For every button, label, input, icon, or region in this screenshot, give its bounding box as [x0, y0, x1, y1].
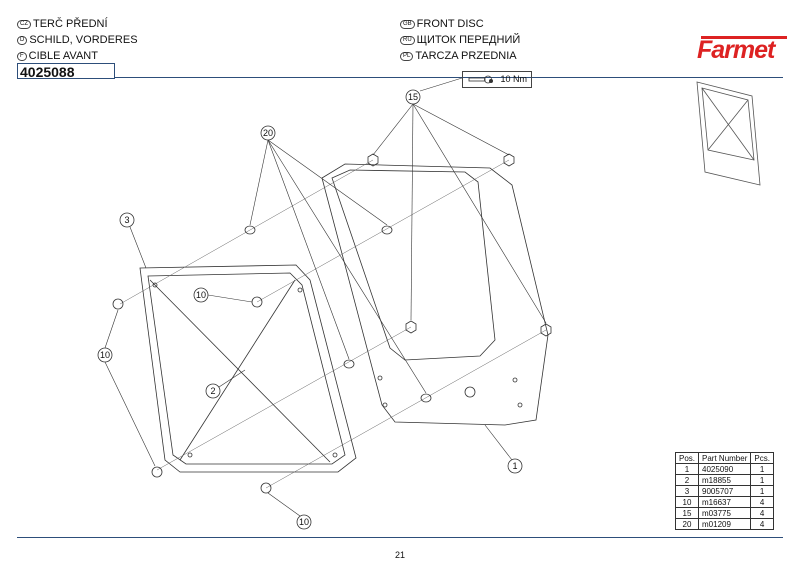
cell: 4	[750, 496, 774, 508]
svg-text:10: 10	[299, 517, 309, 527]
callout-10c: 10	[296, 514, 312, 530]
svg-text:15: 15	[408, 92, 418, 102]
cell: m18855	[698, 474, 752, 486]
flag-ru: RU	[400, 35, 415, 45]
washer	[244, 225, 256, 235]
callout-10a: 10	[193, 287, 209, 303]
rear-plate	[321, 163, 549, 426]
bolt	[112, 298, 124, 310]
flag-pl: PL	[400, 51, 414, 61]
part-number-box: 4025088	[17, 63, 115, 80]
cell: 4025090	[698, 463, 752, 475]
cell: 1	[750, 463, 774, 475]
cell: 1	[750, 474, 774, 486]
front-frame	[139, 264, 357, 473]
washer	[381, 225, 393, 235]
nut	[503, 153, 515, 167]
nut	[367, 153, 379, 167]
bolt	[260, 482, 272, 494]
cell: 4	[750, 507, 774, 519]
wrench-icon	[468, 75, 493, 84]
title-text: TERČ PŘEDNÍ	[33, 18, 108, 30]
title-text: FRONT DISC	[416, 18, 484, 30]
assembly-lines	[119, 159, 547, 489]
cell: 9005707	[698, 485, 752, 497]
nut	[405, 320, 417, 334]
title-text: SCHILD, VORDERES	[29, 34, 138, 46]
svg-text:20: 20	[263, 128, 273, 138]
title-text: TARCZA PRZEDNIA	[415, 50, 517, 62]
svg-text:2: 2	[210, 386, 215, 396]
svg-text:3: 3	[124, 215, 129, 225]
cell: m01209	[698, 518, 752, 530]
header-divider	[115, 77, 783, 78]
table-header: Pos. Part Number Pcs.	[674, 452, 774, 464]
title-text: ЩИТОК ПЕРЕДНИЙ	[416, 34, 521, 46]
torque-spec: 10 Nm	[462, 71, 532, 88]
cell: 1	[674, 463, 700, 475]
flag-d: D	[17, 35, 28, 45]
callout-10b: 10	[97, 347, 113, 363]
thumbnail-view	[696, 81, 761, 186]
callout-20: 20	[260, 125, 276, 141]
cell: 2	[674, 474, 700, 486]
callout-2: 2	[205, 383, 221, 399]
cell: 3	[674, 485, 700, 497]
page-number: 21	[394, 550, 405, 560]
title-text: CIBLE AVANT	[28, 50, 98, 62]
header-pcs: Pcs.	[750, 452, 774, 464]
cell: 15	[674, 507, 700, 519]
nut	[540, 323, 552, 337]
header-pos: Pos.	[674, 452, 700, 464]
svg-text:10: 10	[196, 290, 206, 300]
bolt	[151, 466, 163, 478]
footer-divider	[17, 537, 783, 538]
cell: m16637	[698, 496, 752, 508]
farmet-logo: Farmet	[697, 36, 787, 65]
callout-15: 15	[405, 89, 421, 105]
callout-1: 1	[507, 458, 523, 474]
header-part-number: Part Number	[698, 452, 752, 464]
cell: m03775	[698, 507, 752, 519]
flag-f: F	[17, 51, 27, 61]
hardware	[112, 153, 552, 494]
flag-gb: GB	[400, 19, 415, 29]
logo-text: Farmet	[697, 36, 775, 64]
cell: 1	[750, 485, 774, 497]
callout-3: 3	[119, 212, 135, 228]
cell: 20	[674, 518, 700, 530]
washer	[343, 359, 355, 369]
cell: 10	[674, 496, 700, 508]
washer	[420, 393, 432, 403]
svg-text:1: 1	[512, 461, 517, 471]
cell: 4	[750, 518, 774, 530]
torque-value: 10 Nm	[500, 74, 527, 84]
svg-text:10: 10	[100, 350, 110, 360]
flag-cz: CZ	[17, 19, 31, 29]
